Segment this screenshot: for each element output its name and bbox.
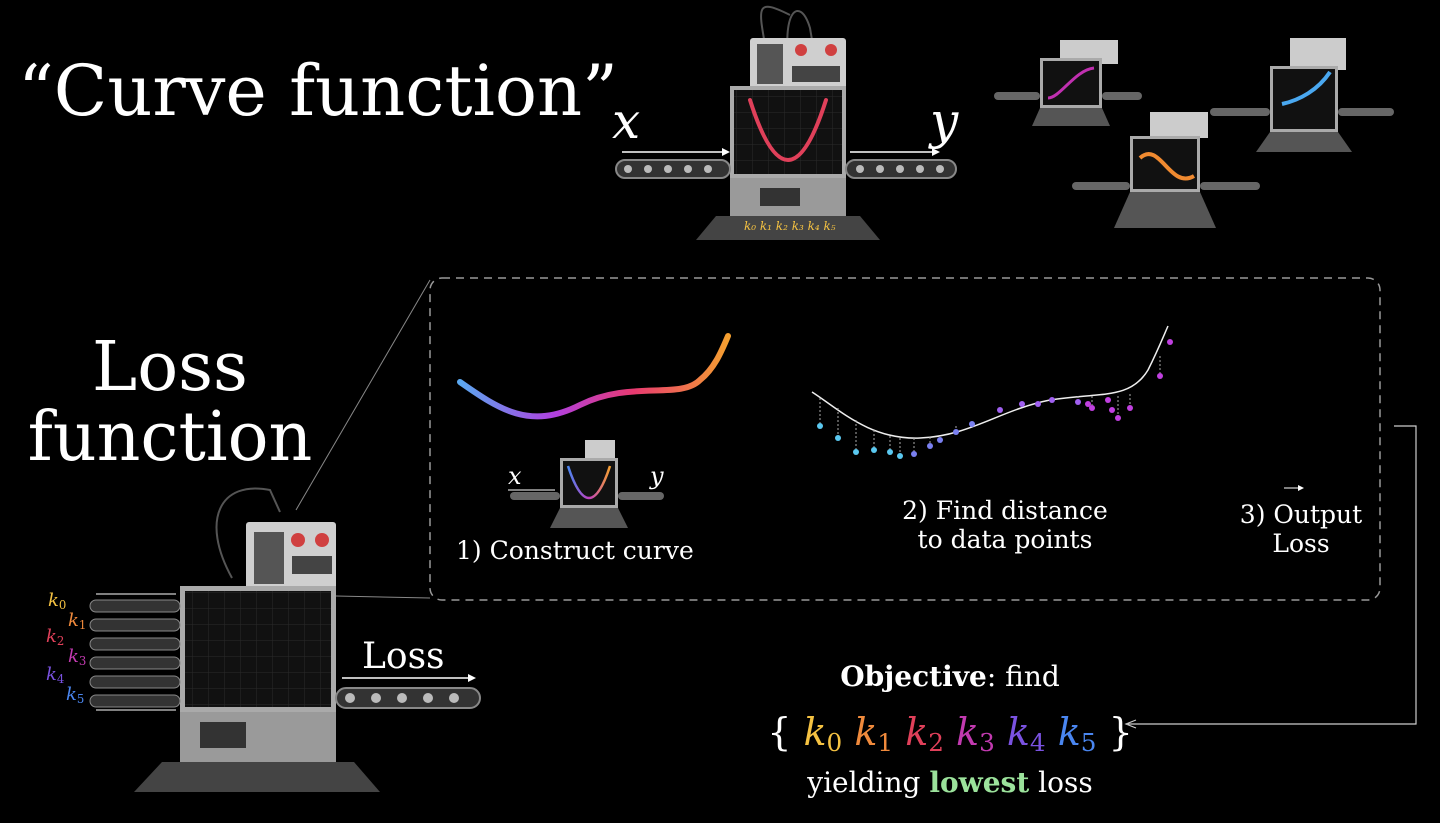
loss-title-line2: function [27, 398, 313, 477]
obj-k2: k2 [905, 710, 944, 758]
mini-output-label: y [650, 462, 664, 490]
knob-icon [291, 533, 305, 547]
curve-function-title: “Curve function” [18, 50, 618, 132]
loss-output-label: Loss [362, 636, 445, 677]
process-panel [429, 277, 1381, 601]
step-3-label: 3) Output Loss [1226, 500, 1376, 558]
loss-machine [89, 487, 481, 792]
param-k1: k1 [68, 610, 87, 632]
knob-icon [825, 44, 837, 56]
machine-base [696, 216, 880, 240]
small-machine-magenta [994, 40, 1142, 126]
parabola-curve [748, 98, 828, 162]
constructed-curve [457, 333, 731, 420]
loss-output-belt [335, 687, 481, 709]
objective-line3-pre: yielding [807, 766, 930, 799]
param-belts [89, 599, 181, 708]
lowest-word: lowest [929, 766, 1030, 799]
objective-connector [1128, 425, 1417, 725]
small-machine-blue [1210, 38, 1394, 152]
param-k4: k4 [46, 664, 65, 686]
knob-icon [315, 533, 329, 547]
obj-k0: k0 [803, 710, 843, 758]
step-2-line2: to data points [917, 525, 1093, 554]
curve-machine-params: k₀ k₁ k₂ k₃ k₄ k₅ [744, 219, 836, 233]
zoom-line-bottom [335, 595, 431, 599]
objective-line3-post: loss [1029, 766, 1093, 799]
curve-machine [615, 5, 957, 240]
objective-line3: yielding lowest loss [760, 766, 1140, 799]
curve-output-label: y [930, 92, 959, 150]
objective-params: { k0 k1 k2 k3 k4 k5 } [760, 710, 1140, 757]
curve-input-label: x [612, 92, 641, 150]
obj-k4: k4 [1006, 710, 1046, 758]
loss-function-title: Loss function [20, 333, 320, 473]
mini-input-label: x [508, 462, 522, 490]
param-k2: k2 [46, 626, 65, 648]
obj-k5: k5 [1057, 710, 1097, 758]
input-belt [615, 159, 731, 179]
step-3-line2: Loss [1272, 529, 1330, 558]
mini-curve-machine [508, 440, 664, 528]
loss-title-line1: Loss [92, 328, 248, 407]
machine-base [134, 762, 380, 792]
knob-icon [795, 44, 807, 56]
brace-close: } [1108, 710, 1133, 754]
small-machine-orange [1072, 112, 1260, 228]
step-3-line1: 3) Output [1239, 500, 1363, 529]
param-k0: k0 [48, 590, 67, 612]
param-k5: k5 [66, 684, 85, 706]
param-k3: k3 [68, 646, 87, 668]
brace-open: { [767, 710, 792, 754]
step-2-label: 2) Find distance to data points [880, 496, 1130, 554]
data-points-plot [811, 325, 1173, 459]
step-1-label: 1) Construct curve [456, 536, 694, 565]
objective-label: Objective [840, 660, 987, 693]
step-2-line1: 2) Find distance [902, 496, 1108, 525]
obj-k3: k3 [956, 710, 995, 758]
obj-k1: k1 [854, 710, 894, 758]
objective-line1: Objective: find [760, 660, 1140, 693]
fit-curve [811, 325, 1169, 439]
objective-rest: : find [986, 660, 1060, 693]
zoom-line-top [295, 279, 431, 511]
